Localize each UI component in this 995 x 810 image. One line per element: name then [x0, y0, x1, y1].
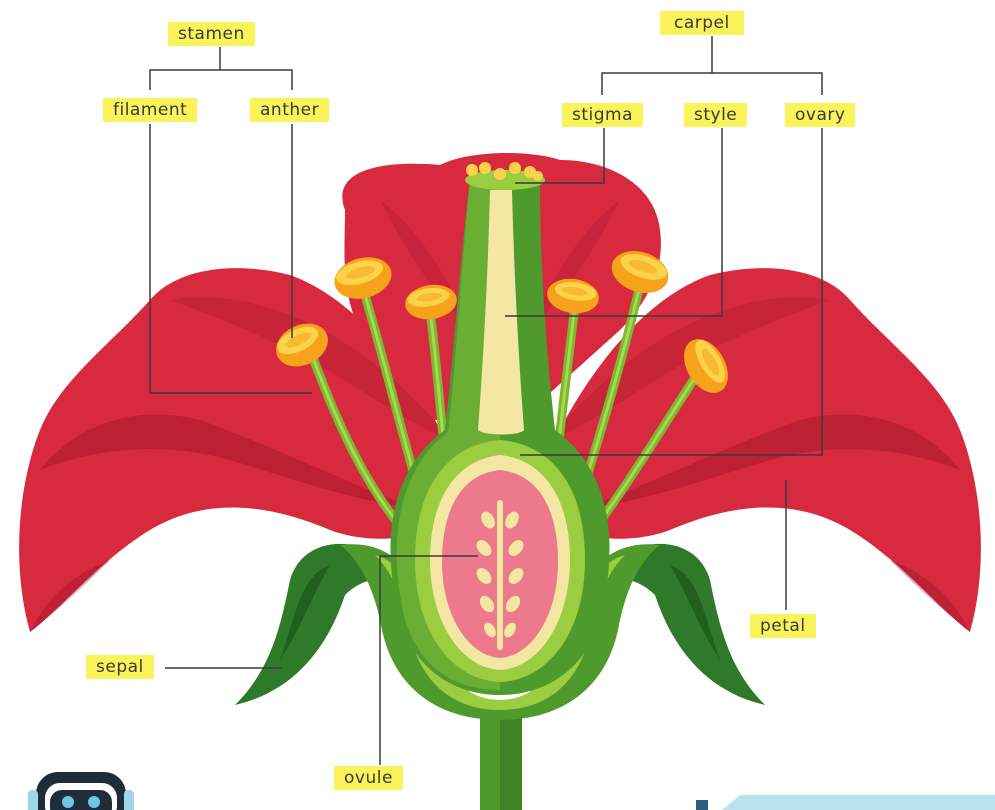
- label-carpel: carpel: [660, 11, 744, 35]
- label-stigma: stigma: [562, 103, 643, 127]
- label-ovary: ovary: [785, 103, 855, 127]
- label-petal: petal: [750, 614, 816, 638]
- robot-mascot-icon: [28, 772, 134, 810]
- label-anther: anther: [250, 98, 329, 122]
- label-stamen: stamen: [168, 22, 255, 46]
- label-filament: filament: [103, 98, 197, 122]
- label-style: style: [684, 103, 747, 127]
- info-card: [696, 795, 995, 810]
- label-sepal: sepal: [86, 655, 154, 679]
- label-ovule: ovule: [334, 766, 403, 790]
